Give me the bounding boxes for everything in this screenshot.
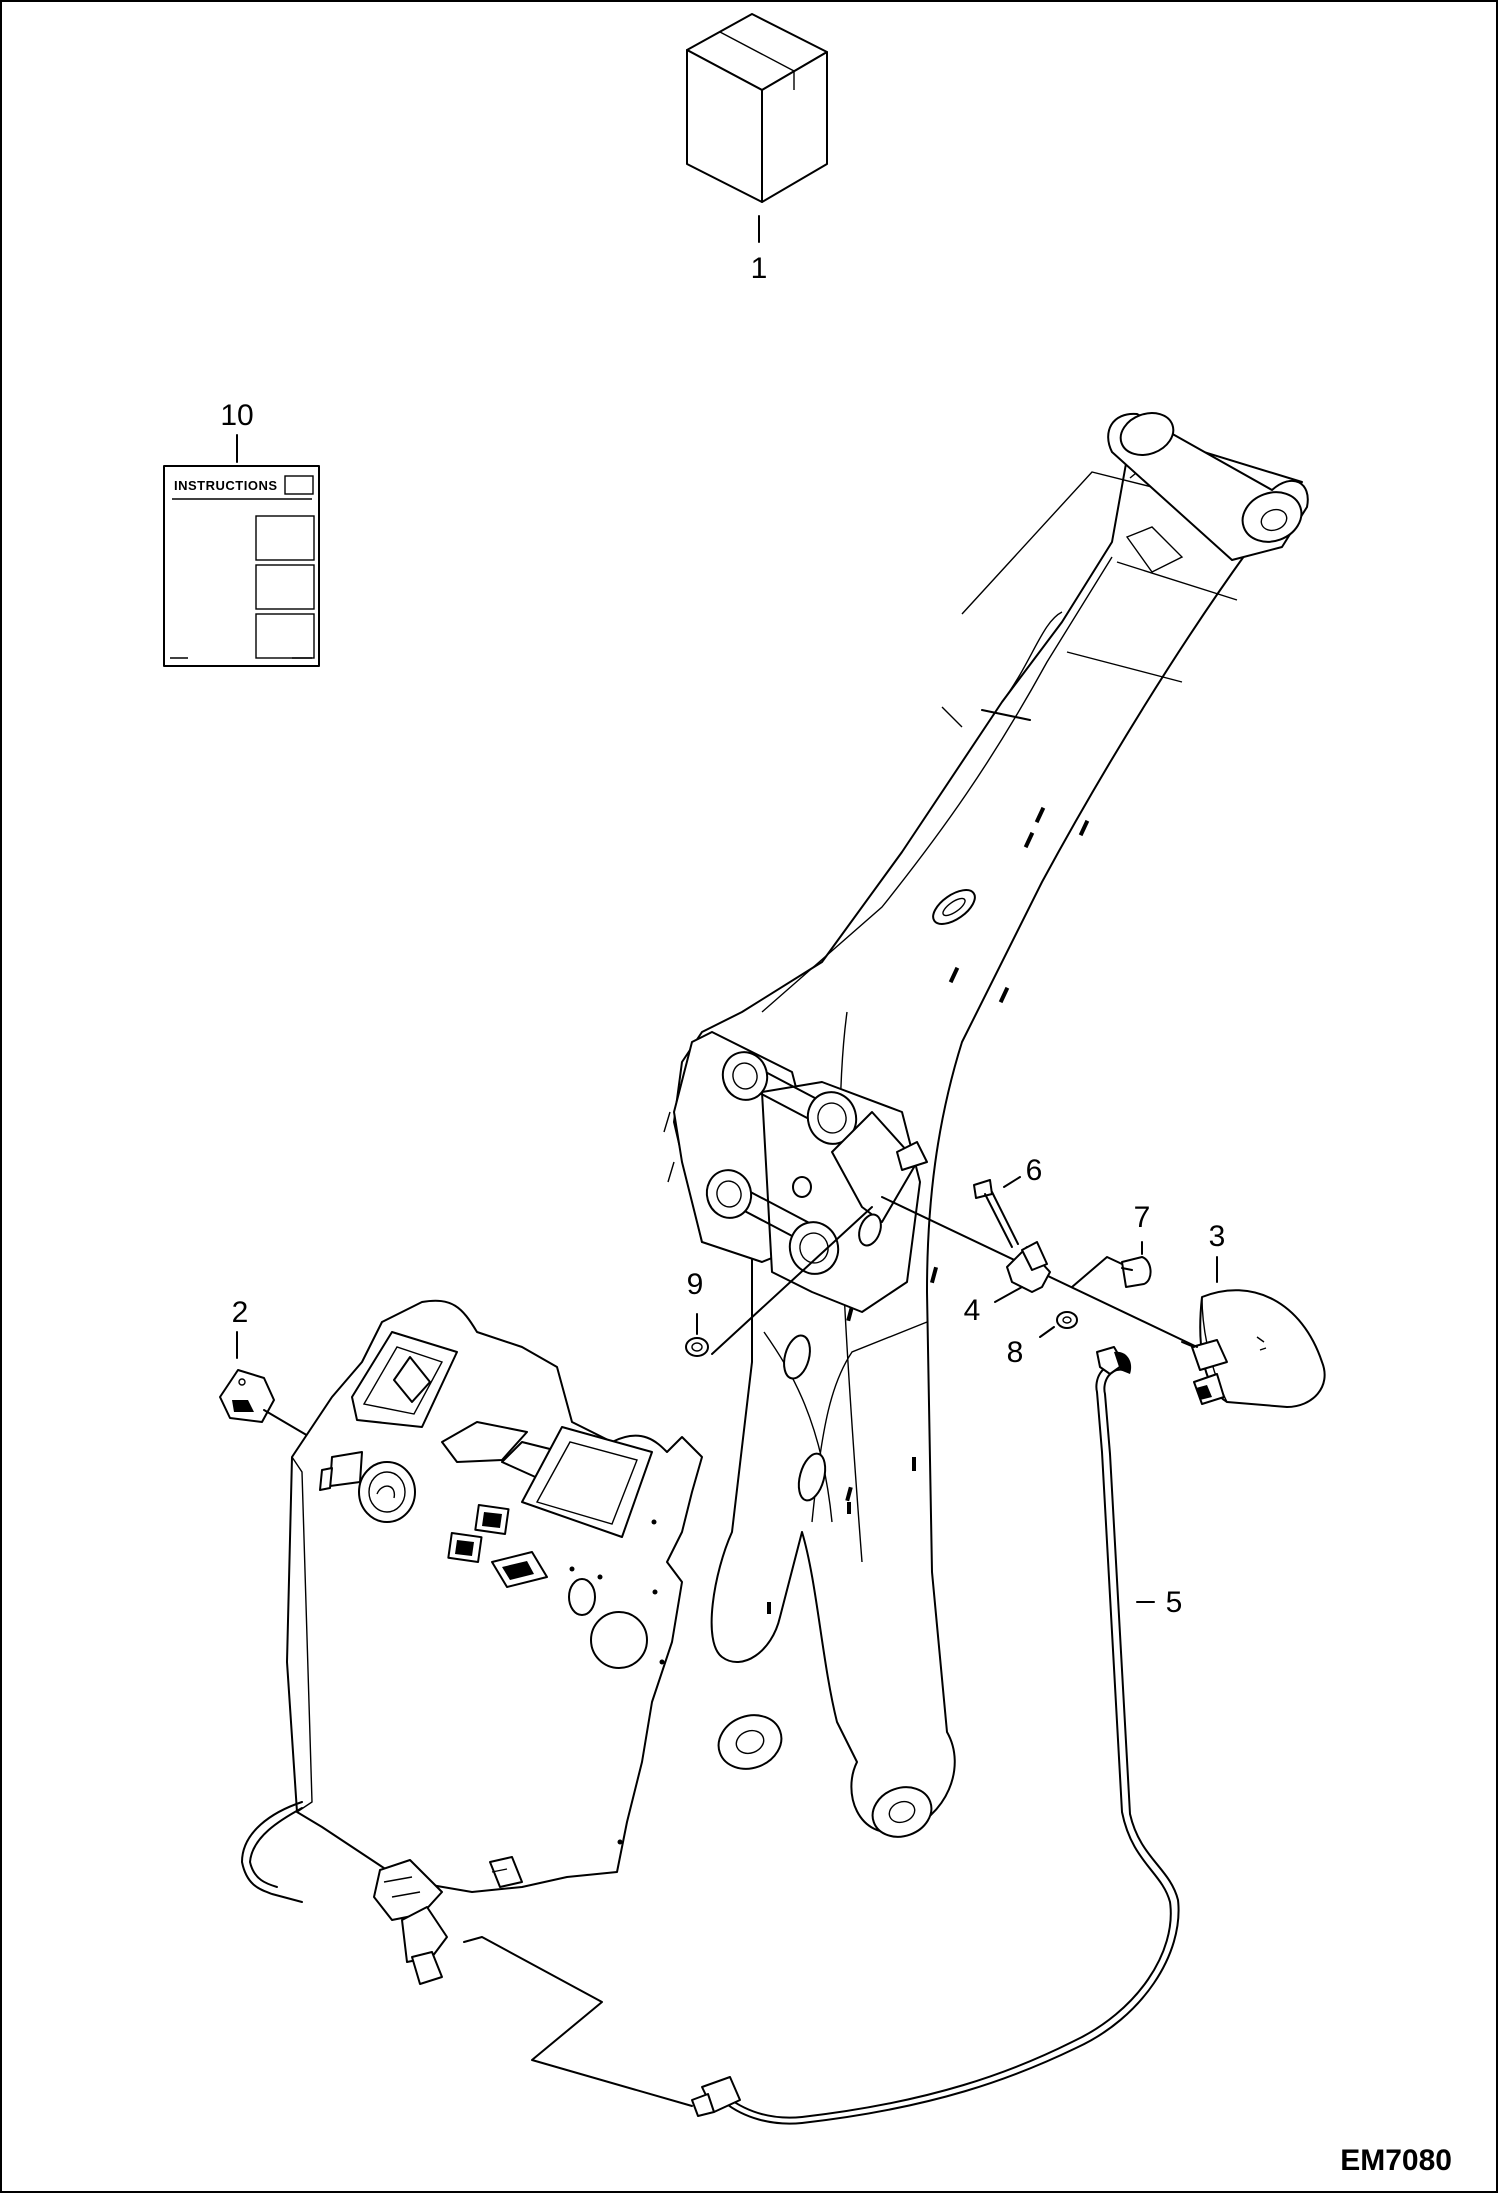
callout-2: 2 — [232, 1296, 249, 1329]
callout-7: 7 — [1134, 1201, 1151, 1234]
leader-8 — [1039, 1326, 1055, 1338]
callout-8: 8 — [1007, 1336, 1024, 1369]
part-nut — [1056, 1311, 1078, 1329]
part-wire-harness — [691, 1346, 1180, 2125]
part-nut-arm — [685, 1337, 709, 1357]
instructions-card-title: INSTRUCTIONS — [174, 478, 278, 493]
callout-6: 6 — [1026, 1154, 1043, 1187]
part-switch — [219, 1369, 275, 1423]
part-box-kit — [686, 13, 828, 203]
callout-5: 5 — [1166, 1586, 1183, 1619]
leader-4 — [994, 1286, 1023, 1303]
callout-10: 10 — [220, 399, 253, 432]
document-id: EM7080 — [1340, 2144, 1452, 2177]
part-work-light — [1181, 1289, 1326, 1408]
instructions-card: INSTRUCTIONS — [163, 465, 320, 667]
part-screw — [1121, 1256, 1152, 1288]
callout-3: 3 — [1209, 1220, 1226, 1253]
boom-top-pin — [981, 412, 1309, 721]
mid-pivot-pins — [663, 1031, 928, 1313]
leader-6 — [1003, 1176, 1021, 1188]
part-bolt — [973, 1179, 1019, 1248]
bracket-stand-line — [1071, 1256, 1123, 1288]
connector-leader — [463, 1936, 693, 2107]
harness-connectors — [241, 1801, 448, 1985]
callout-4: 4 — [964, 1294, 981, 1327]
callout-9: 9 — [687, 1268, 704, 1301]
leader-9-axis — [711, 1206, 873, 1355]
callout-1: 1 — [751, 252, 768, 285]
part-bracket — [1006, 1241, 1051, 1293]
side-console-panel — [286, 1299, 703, 1893]
